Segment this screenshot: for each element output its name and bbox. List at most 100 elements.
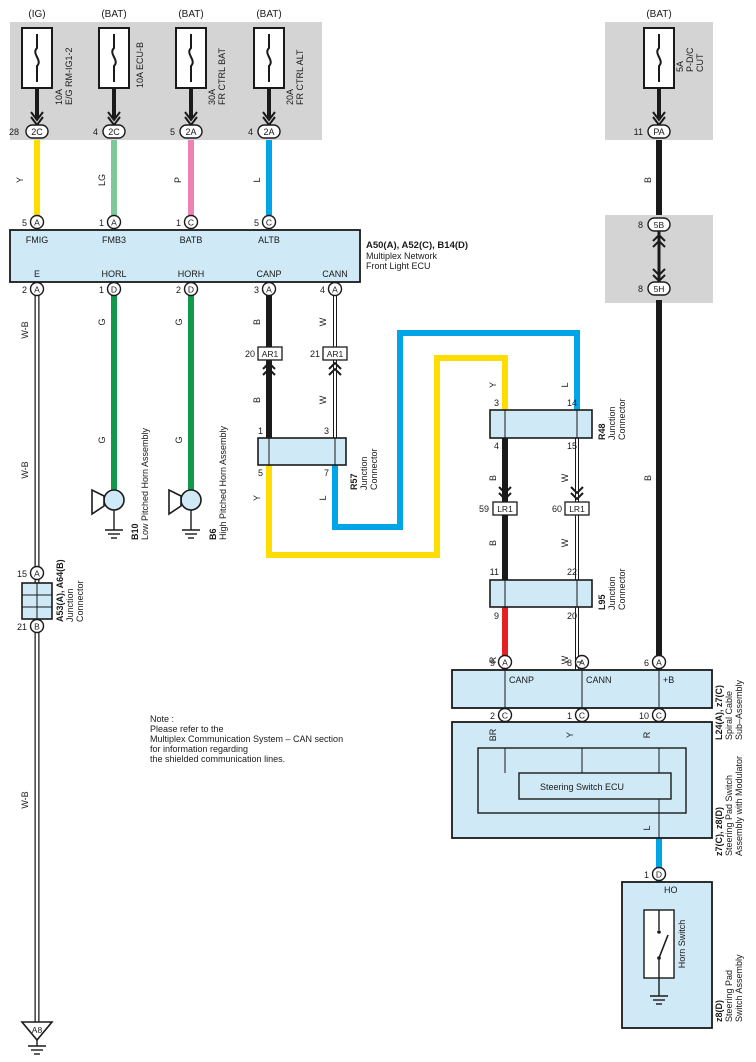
wire-label-g-2b: G	[174, 436, 184, 443]
l95-line2: Connector	[617, 568, 627, 610]
ar1-connector-left: 20 AR1	[245, 346, 283, 376]
note-line-4: for information regarding	[150, 744, 248, 754]
wire-label-y-r57: Y	[252, 495, 262, 501]
pin-label: E	[34, 269, 40, 279]
r48-line1: Junction	[607, 406, 617, 440]
conn-label: LR1	[569, 504, 585, 514]
pin-number: 8	[638, 220, 643, 230]
pin-label: +B	[663, 675, 674, 685]
wire-label-l-out: L	[642, 825, 652, 830]
front-ecu-name1: Multiplex Network	[366, 251, 438, 261]
front-ecu-name2: Front Light ECU	[366, 261, 431, 271]
lr1-connector-left: 59 LR1	[479, 486, 518, 516]
r48-line2: Connector	[617, 398, 627, 440]
wire-label-br: BR	[488, 728, 498, 741]
fuse-1-name: E/G RM-IG1-2	[64, 47, 74, 105]
pin-number: 4	[248, 127, 253, 137]
pin-number: 28	[9, 127, 19, 137]
conn-label: C	[266, 218, 272, 228]
horn-switch-assy-code: z8(D)	[714, 1000, 724, 1022]
fuse-1-source: (IG)	[28, 9, 45, 20]
r48-code: R48	[597, 423, 607, 440]
fuse-2-label: 10A ECU-B	[135, 42, 145, 88]
spiral-name1: Spiral Cable	[724, 691, 734, 740]
wire-label-w-r48: W	[560, 473, 570, 482]
pin-label: CANP	[256, 269, 281, 279]
pin-number: 1	[99, 285, 104, 295]
wire-label-r-ssw: R	[642, 731, 652, 738]
pin-label: FMB3	[102, 235, 126, 245]
wire-y-r57-r48	[266, 355, 508, 558]
steering-switch-name2: Assembly with Modulator	[734, 756, 744, 856]
wire-label-w-l95: W	[560, 655, 570, 664]
pin-number: 5	[22, 218, 27, 228]
wire-label-b-canp-1: B	[252, 319, 262, 325]
front-ecu-code: A50(A), A52(C), B14(D)	[366, 240, 468, 251]
horn-switch-label: Horn Switch	[677, 920, 687, 969]
spiral-code: L24(A), z7(C)	[714, 685, 724, 740]
fuse-4-source: (BAT)	[256, 9, 281, 20]
pin-number: 2	[176, 285, 181, 295]
note-line-1: Note :	[150, 714, 174, 724]
conn-label: 2C	[108, 127, 120, 137]
pin-5h: 8 5H	[638, 281, 671, 296]
conn-label: 5H	[654, 284, 665, 294]
ecu-pin-batb: 1 C BATB	[176, 214, 202, 245]
wire-l-r57-r48	[332, 330, 580, 530]
pin-number: 2	[22, 285, 27, 295]
fuse-2-rating: 10A	[135, 72, 145, 88]
low-pitched-horn	[91, 488, 125, 539]
spiral-name2: Sub–Assembly	[734, 679, 744, 740]
wire-label-r-l95: R	[488, 656, 498, 663]
wire-label-wb-1: W-B	[20, 321, 30, 338]
pin-number: 9	[490, 658, 495, 668]
pin-number: 59	[479, 504, 489, 514]
lr1-connector-right: 60 LR1	[552, 486, 590, 516]
ecu-pin-horh: HORH 2 D	[176, 269, 204, 297]
pin-label: CANN	[586, 675, 612, 685]
pin-number: 10	[639, 711, 649, 721]
pin-number: 6	[644, 658, 649, 668]
fuse-5-source: (BAT)	[646, 9, 671, 20]
r57-pin7: 7	[324, 468, 329, 478]
pin-label: CANN	[322, 269, 348, 279]
r48-pin15: 15	[567, 441, 577, 451]
conn-label: A	[502, 658, 508, 668]
conn-label: A	[111, 218, 117, 228]
conn-label: 2C	[31, 127, 43, 137]
conn-label: D	[111, 285, 117, 295]
a53-top-conn: A	[34, 569, 40, 579]
r57-pin1: 1	[258, 426, 263, 436]
l95-code: L95	[597, 594, 607, 610]
ecu-pin-fmig: 5 A FMIG	[22, 214, 48, 245]
l95-pin11: 11	[490, 567, 499, 577]
fuse-2	[98, 27, 130, 127]
wire-label-l-r57: L	[318, 495, 328, 500]
pin-5b: 8 5B	[638, 217, 671, 285]
wire-label-p: P	[173, 177, 183, 183]
b6-code: B6	[208, 528, 218, 540]
r57-junction-connector: 1 3 5 7	[257, 426, 347, 478]
pin-number: 5	[254, 218, 259, 228]
pin-number: 8	[567, 658, 572, 668]
ground-label: A8	[32, 1025, 43, 1035]
conn-label: C	[188, 218, 194, 228]
pin-label: CANP	[509, 675, 534, 685]
l95-pin20: 20	[567, 611, 577, 621]
conn-label: A	[332, 285, 338, 295]
conn-label: C	[502, 711, 508, 721]
spiral-pin-cann: 8 A CANN	[567, 654, 612, 708]
conn-label: 2A	[185, 127, 196, 137]
r48-pin3: 3	[494, 398, 499, 408]
a53-top-pin: 15	[17, 569, 27, 579]
pin-number: 1	[567, 711, 572, 721]
r57-pin5: 5	[258, 468, 263, 478]
pin-number: 20	[245, 349, 255, 359]
conn-label: PA	[653, 127, 664, 137]
l95-pin9: 9	[494, 611, 499, 621]
fuse-3	[175, 27, 207, 127]
front-light-ecu-box	[9, 229, 361, 283]
wire-label-b-lr1: B	[488, 540, 498, 546]
r57-pin3: 3	[324, 426, 329, 436]
l95-pin22: 22	[567, 567, 577, 577]
